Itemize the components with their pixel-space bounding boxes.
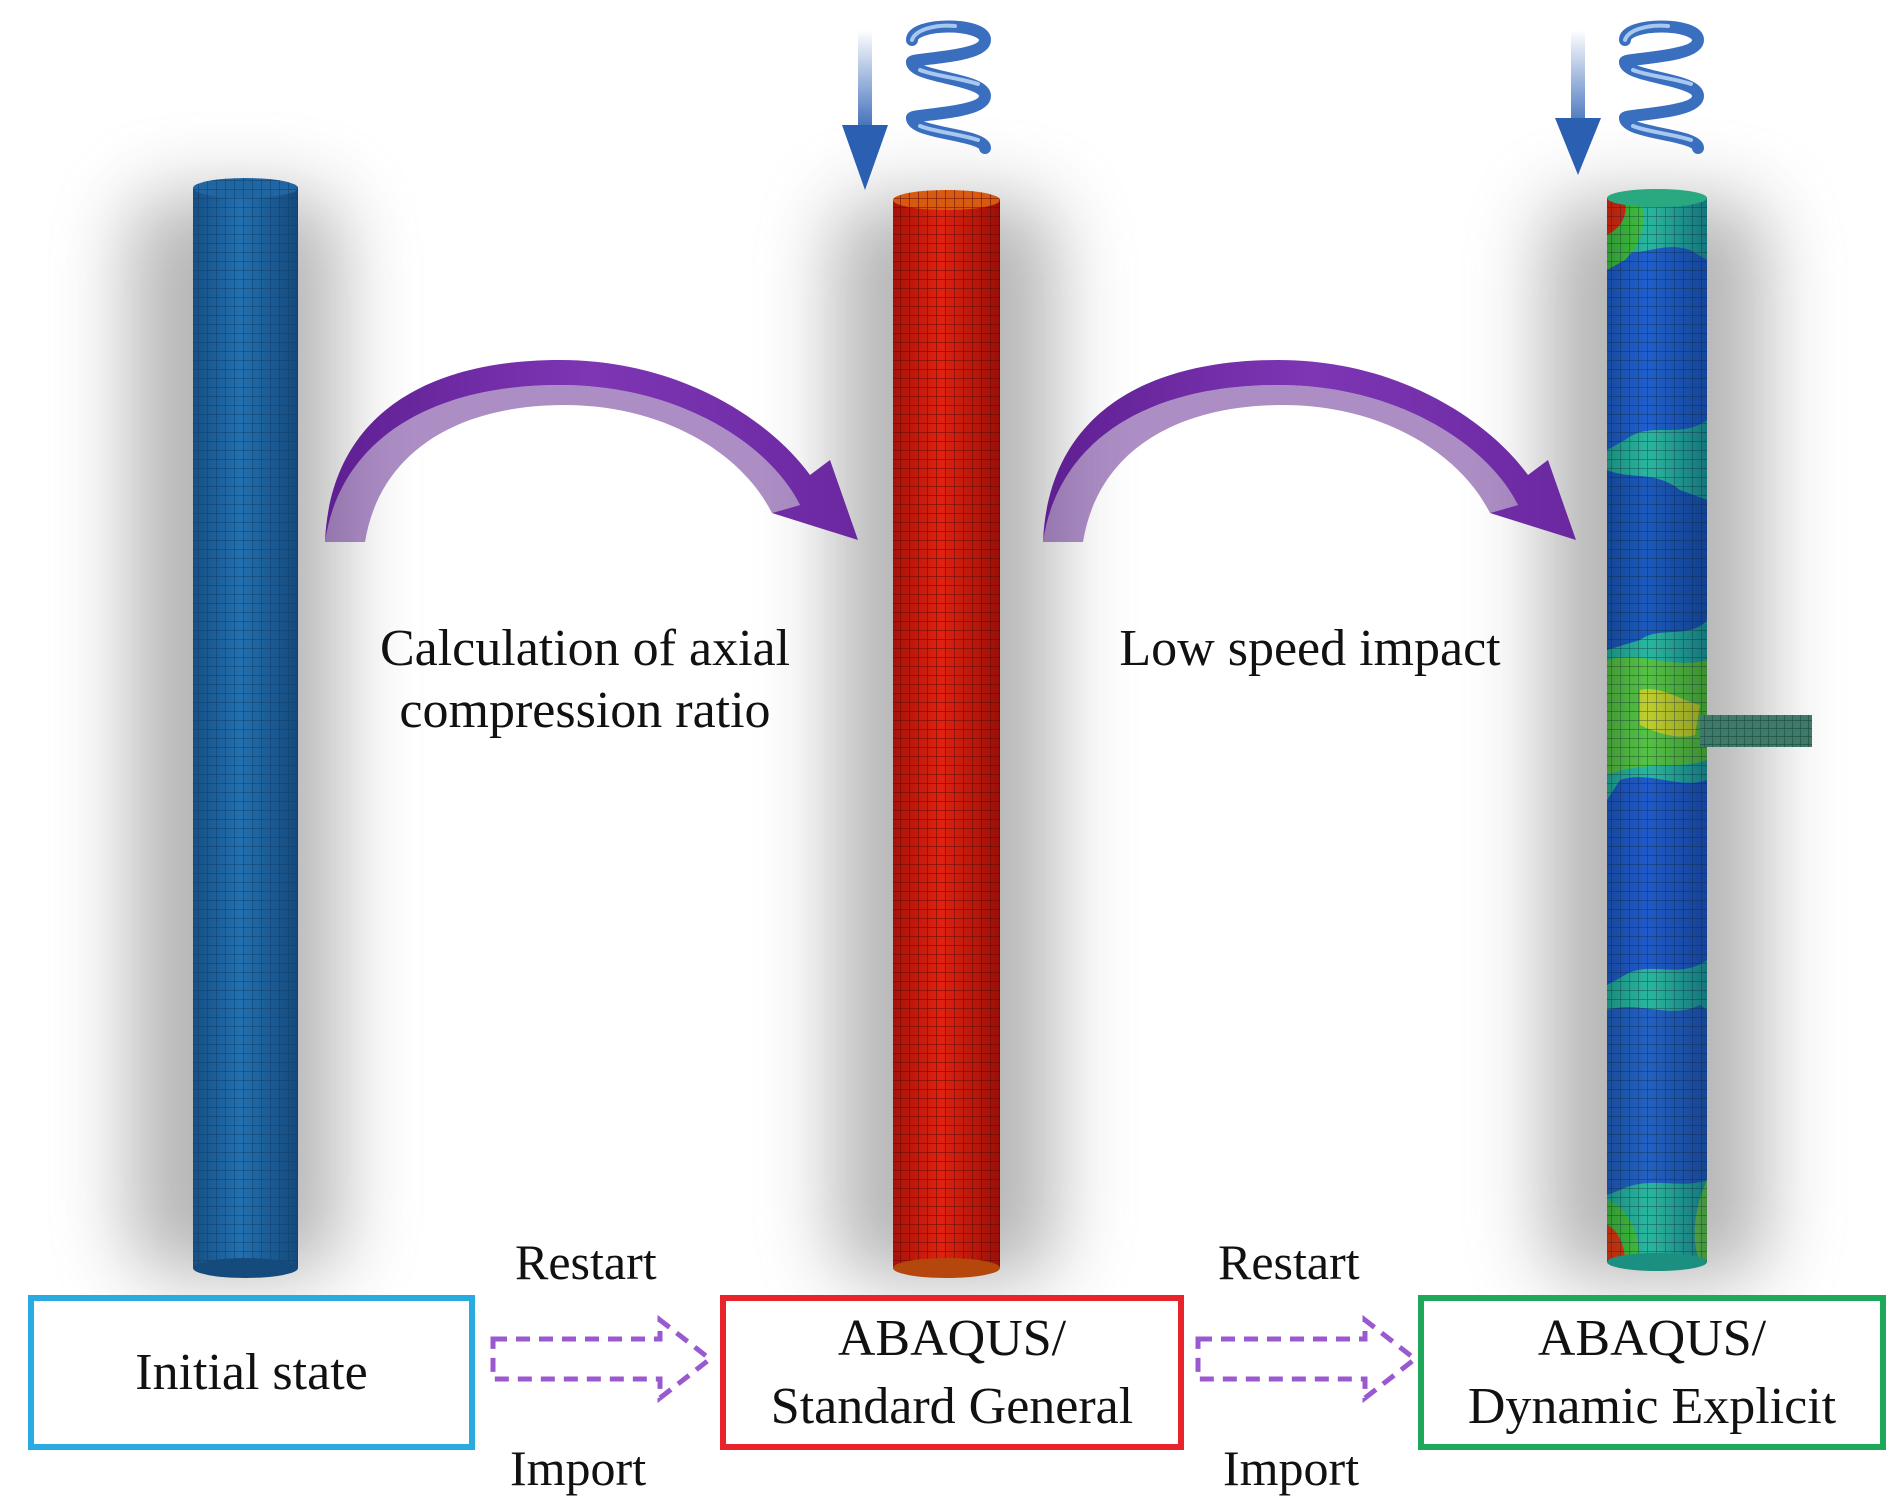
stage-box-initial-state-label: Initial state — [135, 1343, 368, 1401]
transition-1-import-label: Import — [510, 1440, 647, 1496]
caption-line-1: Calculation of axial — [379, 620, 791, 677]
column-initial — [193, 178, 298, 1278]
stage-box-dynamic-explicit: ABAQUS/ Dynamic Explicit — [1418, 1295, 1886, 1450]
stage-box-standard-general-line-2: Standard General — [770, 1377, 1134, 1435]
stage-box-initial-state: Initial state — [28, 1295, 475, 1450]
curved-arrow-icon — [325, 360, 858, 542]
spring-icon — [906, 20, 992, 154]
stage-box-dynamic-explicit-line-2: Dynamic Explicit — [1467, 1377, 1837, 1435]
dashed-arrow-icon — [490, 1314, 715, 1404]
dashed-arrow-icon — [1195, 1314, 1420, 1404]
stage-box-standard-general-line-1: ABAQUS/ — [837, 1309, 1067, 1367]
stage-box-standard-general: ABAQUS/ Standard General — [720, 1295, 1184, 1450]
transition-1-restart-label: Restart — [515, 1234, 657, 1290]
column-stress-contour — [1607, 189, 1812, 1271]
transition-2-restart-label: Restart — [1218, 1234, 1360, 1290]
impactor-icon — [1700, 715, 1812, 747]
column-compressed — [893, 190, 1000, 1278]
load-arrow-icon — [1555, 30, 1601, 175]
spring-icon — [1619, 20, 1705, 154]
caption-axial-compression: Calculation of axial compression ratio — [335, 618, 835, 743]
transition-2-import-label: Import — [1223, 1440, 1360, 1496]
load-arrow-icon — [842, 30, 888, 190]
caption-low-speed-impact: Low speed impact — [1119, 620, 1501, 677]
caption-line-2: compression ratio — [399, 682, 771, 740]
curved-arrow-icon — [1043, 360, 1576, 542]
stage-box-dynamic-explicit-line-1: ABAQUS/ — [1537, 1309, 1767, 1367]
